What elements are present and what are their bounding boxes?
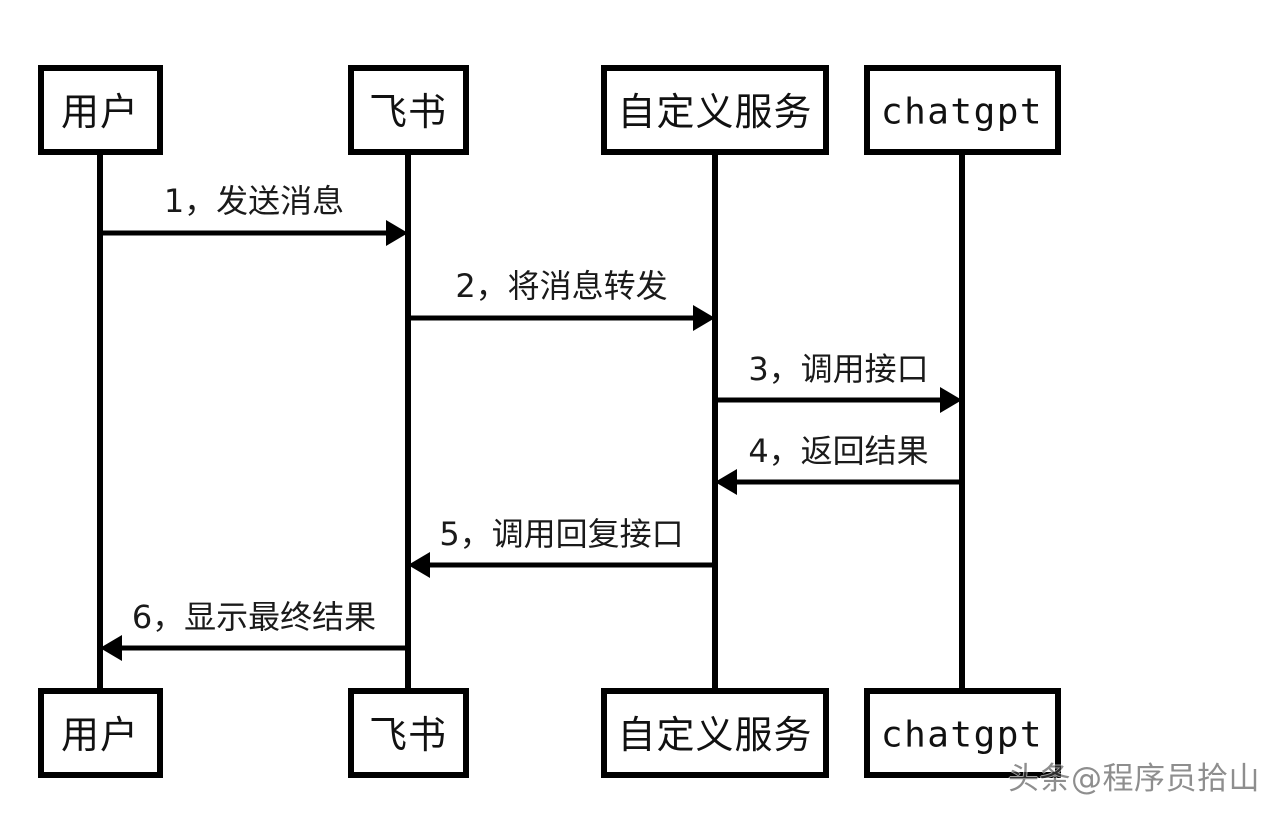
participant-label-chatgpt: chatgpt (881, 92, 1043, 133)
participant-box-service[interactable] (601, 65, 829, 155)
participant-box-chatgpt[interactable] (864, 688, 1061, 778)
participant-label-user: 用户 (61, 713, 139, 757)
message-arrowhead-3 (940, 387, 962, 413)
participant-box-user[interactable] (38, 65, 163, 155)
message-2[interactable]: 2，将消息转发 (408, 267, 715, 331)
message-arrowhead-4 (715, 469, 737, 495)
participant-box-feishu[interactable] (348, 688, 469, 778)
participant-box-user[interactable] (38, 688, 163, 778)
participant-chatgpt-bottom[interactable]: chatgpt (864, 688, 1061, 778)
participant-user-top[interactable]: 用户 (38, 65, 163, 155)
participant-feishu-bottom[interactable]: 飞书 (348, 688, 469, 778)
participant-service-bottom[interactable]: 自定义服务 (601, 688, 829, 778)
message-label-3: 3，调用接口 (748, 350, 928, 388)
participant-box-feishu[interactable] (348, 65, 469, 155)
message-1[interactable]: 1，发送消息 (100, 182, 408, 246)
participant-boxes-bottom: 用户 飞书 自定义服务 chatgpt (38, 688, 1061, 778)
participant-label-service: 自定义服务 (617, 90, 812, 134)
message-3[interactable]: 3，调用接口 (715, 350, 962, 413)
participant-service-top[interactable]: 自定义服务 (601, 65, 829, 155)
message-5[interactable]: 5，调用回复接口 (408, 515, 715, 578)
participant-label-chatgpt: chatgpt (881, 715, 1043, 756)
message-arrowhead-2 (693, 305, 715, 331)
participant-label-feishu: 飞书 (369, 90, 447, 134)
message-label-1: 1，发送消息 (164, 182, 344, 220)
participant-chatgpt-top[interactable]: chatgpt (864, 65, 1061, 155)
participant-box-service[interactable] (601, 688, 829, 778)
message-arrowhead-5 (408, 552, 430, 578)
message-label-6: 6，显示最终结果 (132, 598, 376, 636)
participant-user-bottom[interactable]: 用户 (38, 688, 163, 778)
message-label-5: 5，调用回复接口 (439, 515, 683, 553)
message-label-2: 2，将消息转发 (455, 267, 667, 305)
message-arrowhead-6 (100, 635, 122, 661)
participant-label-service: 自定义服务 (617, 713, 812, 757)
participant-boxes-top: 用户 飞书 自定义服务 chatgpt (38, 65, 1061, 155)
participant-label-feishu: 飞书 (369, 713, 447, 757)
message-4[interactable]: 4，返回结果 (715, 432, 962, 495)
message-label-4: 4，返回结果 (748, 432, 928, 470)
participant-box-chatgpt[interactable] (864, 65, 1061, 155)
message-6[interactable]: 6，显示最终结果 (100, 598, 408, 661)
message-group: 1，发送消息 2，将消息转发 3，调用接口 4，返回结果 5，调用回复接口 6，显示最终结… (100, 182, 962, 661)
participant-feishu-top[interactable]: 飞书 (348, 65, 469, 155)
participant-label-user: 用户 (61, 90, 139, 134)
lifeline-group (97, 152, 965, 691)
watermark-text: 头条@程序员拾山 (1008, 761, 1260, 797)
message-arrowhead-1 (386, 220, 408, 246)
